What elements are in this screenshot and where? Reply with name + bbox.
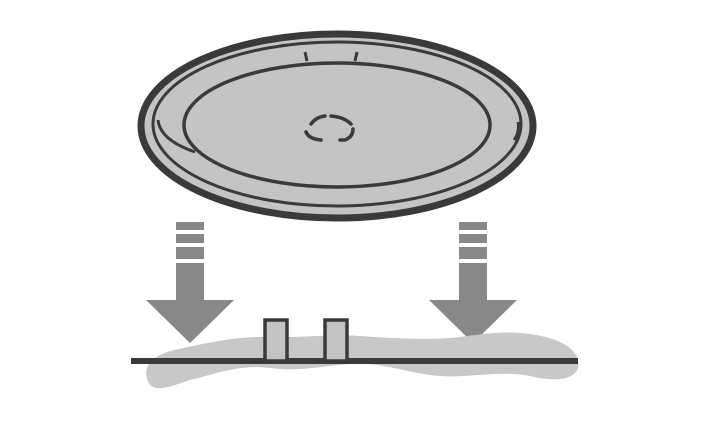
drive-coupler-left-tab: [263, 318, 289, 363]
plate-notch-left: [303, 51, 309, 62]
down-arrow-left: [146, 222, 234, 343]
plate-rim-lip-left: [156, 119, 196, 154]
center-coupler-socket: [304, 114, 355, 142]
down-arrow-right: [429, 222, 517, 343]
drive-coupler-right-tab: [323, 318, 349, 363]
glass-turntable-plate: [137, 30, 537, 222]
plate-center-well: [182, 61, 492, 189]
plate-rim-lip-right: [512, 121, 520, 141]
roller-ring-base: [131, 318, 579, 389]
plate-notch-right: [353, 51, 359, 62]
plate-inner-groove: [151, 40, 523, 208]
